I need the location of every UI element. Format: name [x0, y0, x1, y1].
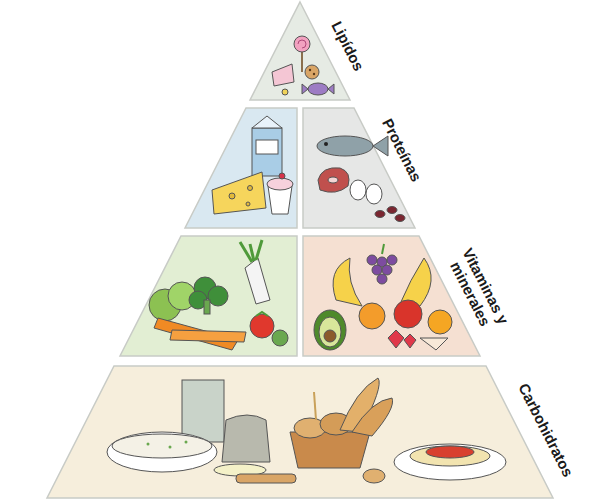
- protein-panel-left: [185, 108, 297, 228]
- level-name: Lipídos: [328, 18, 368, 73]
- pyramid-level-label: Lipídos: [328, 18, 368, 73]
- carbohydrate-band: [47, 366, 553, 498]
- fruit-panel: [303, 236, 480, 356]
- grain-icons: [107, 378, 506, 483]
- vegetable-icons: [149, 240, 288, 350]
- lipid-band: [250, 2, 350, 100]
- dairy-icons: [212, 116, 293, 214]
- fruit-icons: [314, 244, 452, 350]
- vegetable-panel: [120, 236, 297, 356]
- pyramid-bands: [47, 2, 553, 498]
- sweets-icons: [272, 36, 334, 95]
